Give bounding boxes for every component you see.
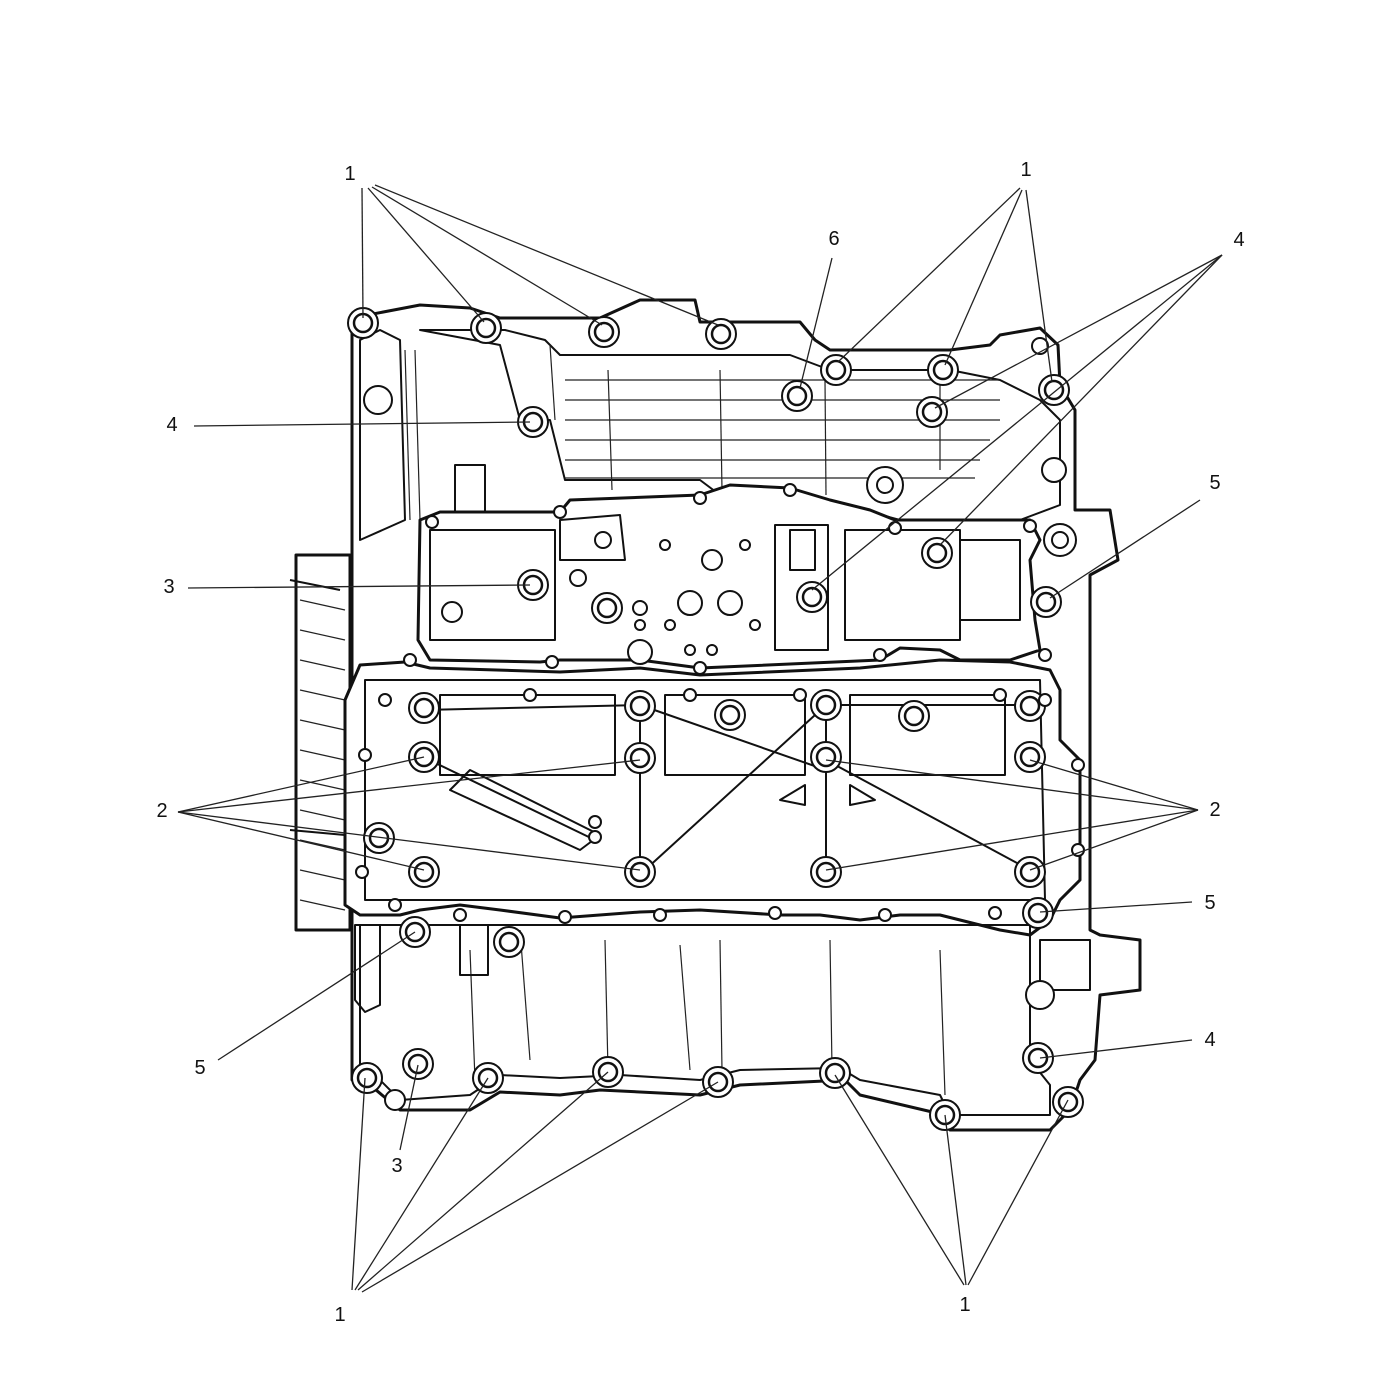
frame-hole-12 <box>378 693 392 707</box>
frame-hole-25 <box>523 688 537 702</box>
bolt-23 <box>624 742 656 774</box>
frame-hole-10 <box>873 648 887 662</box>
callout-3-left: 3 <box>163 576 174 598</box>
bolt-20 <box>810 689 842 721</box>
frame-hole-group <box>355 483 1085 924</box>
bolt-3 <box>588 316 620 348</box>
bolt-27 <box>408 856 440 888</box>
frame-hole-13 <box>358 748 372 762</box>
frame-hole-7 <box>403 653 417 667</box>
frame-hole-4 <box>783 483 797 497</box>
frame-hole-2 <box>553 505 567 519</box>
callout-6-top: 6 <box>828 228 839 250</box>
callout-5-bottom-left: 5 <box>194 1057 205 1079</box>
frame-hole-16 <box>1071 843 1085 857</box>
callout-4-bottom-right: 4 <box>1204 1029 1215 1051</box>
bolt-24 <box>810 741 842 773</box>
bolt-29 <box>810 856 842 888</box>
frame-hole-8 <box>545 655 559 669</box>
bolt-35 <box>402 1048 434 1080</box>
bolt-13 <box>796 581 828 613</box>
bolt-4 <box>705 318 737 350</box>
bolt-19 <box>624 690 656 722</box>
bolt-8 <box>781 380 813 412</box>
bolt-30 <box>1014 856 1046 888</box>
bolt-34 <box>351 1062 383 1094</box>
callout-1-bottom-right: 1 <box>959 1294 970 1316</box>
frame-hole-30 <box>588 815 602 829</box>
bolt-6 <box>927 354 959 386</box>
bolt-31 <box>1022 897 1054 929</box>
callout-3-bottom: 3 <box>391 1155 402 1177</box>
frame-hole-9 <box>693 661 707 675</box>
frame-hole-20 <box>558 910 572 924</box>
frame-hole-24 <box>988 906 1002 920</box>
bolt-39 <box>819 1057 851 1089</box>
bolt-group <box>347 307 1084 1131</box>
callout-5-right-lower: 5 <box>1204 892 1215 914</box>
frame-hole-27 <box>793 688 807 702</box>
frame-hole-11 <box>1038 648 1052 662</box>
frame-hole-22 <box>768 906 782 920</box>
bolt-2 <box>470 312 502 344</box>
frame-hole-3 <box>693 491 707 505</box>
leader-lines <box>177 184 1223 1293</box>
frame-hole-28 <box>993 688 1007 702</box>
bolt-26 <box>363 822 395 854</box>
bolt-15 <box>591 592 623 624</box>
frame-hole-15 <box>1071 758 1085 772</box>
callout-1-top-left: 1 <box>344 163 355 185</box>
frame-hole-5 <box>888 521 902 535</box>
callout-4-left: 4 <box>166 414 177 436</box>
frame-hole-26 <box>683 688 697 702</box>
bolt-18 <box>408 692 440 724</box>
frame-hole-6 <box>1023 519 1037 533</box>
bolt-25 <box>1014 741 1046 773</box>
callout-2-left: 2 <box>156 800 167 822</box>
frame-hole-17 <box>355 865 369 879</box>
bolt-16 <box>714 699 746 731</box>
callout-4-top-right: 4 <box>1233 229 1244 251</box>
frame-hole-21 <box>653 908 667 922</box>
bolt-17 <box>898 700 930 732</box>
frame-hole-19 <box>453 908 467 922</box>
bolt-40 <box>1022 1042 1054 1074</box>
bolt-42 <box>1052 1086 1084 1118</box>
bolt-28 <box>624 856 656 888</box>
callout-1-top-right: 1 <box>1020 159 1031 181</box>
callout-labels: 1 1 6 4 4 5 3 2 2 5 4 5 3 1 1 <box>156 159 1244 1326</box>
bolt-21 <box>1014 690 1046 722</box>
callout-1-bottom-left: 1 <box>334 1304 345 1326</box>
frame-hole-18 <box>388 898 402 912</box>
frame-hole-23 <box>878 908 892 922</box>
frame-hole-29 <box>588 830 602 844</box>
bolt-33 <box>493 926 525 958</box>
callout-5-right-upper: 5 <box>1209 472 1220 494</box>
bolt-12 <box>921 537 953 569</box>
bolt-14 <box>1030 586 1062 618</box>
frame-hole-14 <box>1038 693 1052 707</box>
bolt-9 <box>916 396 948 428</box>
frame-hole-1 <box>425 515 439 529</box>
bolt-7 <box>1038 374 1070 406</box>
bolt-5 <box>820 354 852 386</box>
callout-2-right: 2 <box>1209 799 1220 821</box>
